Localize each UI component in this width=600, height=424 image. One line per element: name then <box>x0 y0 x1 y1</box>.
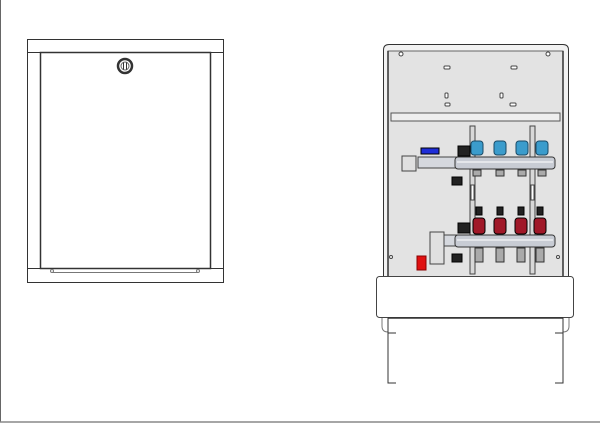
manifold-brackets <box>469 125 536 275</box>
return-manifold <box>416 206 556 271</box>
cabinet-door <box>39 51 212 270</box>
cabinet-legs <box>387 318 564 384</box>
door-lock-icon <box>116 57 134 75</box>
closed-cabinet <box>27 39 224 283</box>
supply-flow-caps <box>470 140 549 156</box>
mounting-slots <box>389 51 560 259</box>
red-ball-valve-handle <box>416 255 427 271</box>
blue-ball-valve-handle <box>420 147 440 155</box>
supply-manifold <box>401 140 556 186</box>
open-cabinet <box>376 44 574 384</box>
lower-cover <box>376 276 574 318</box>
return-valves <box>472 206 547 235</box>
mounting-rail <box>390 112 561 122</box>
